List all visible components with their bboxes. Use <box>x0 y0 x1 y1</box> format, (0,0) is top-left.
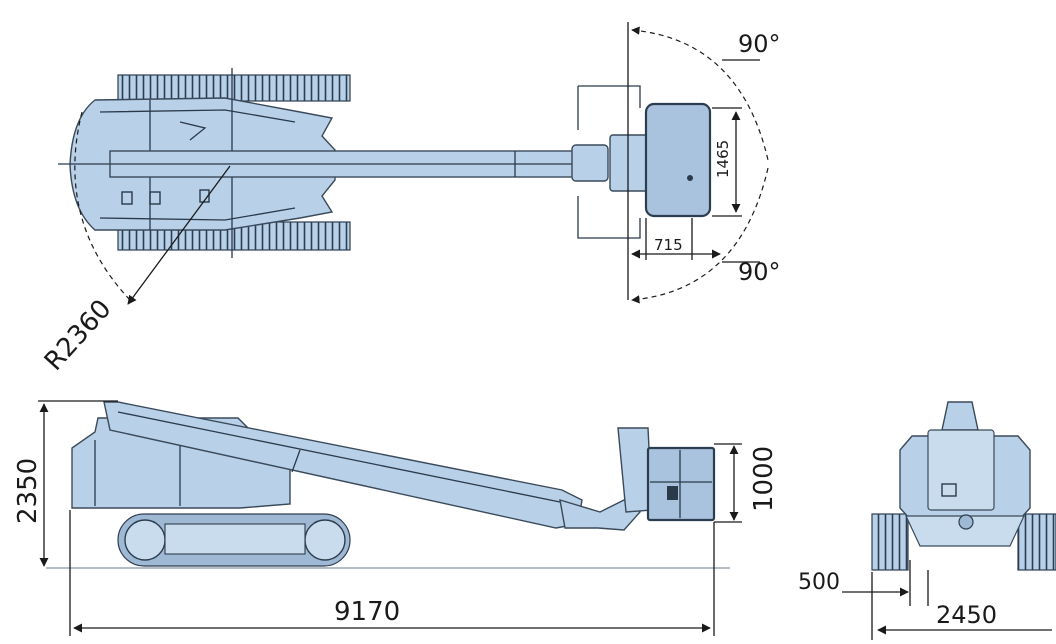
side-track-frame <box>164 523 306 555</box>
swing-arc-upper <box>631 26 769 161</box>
top-platform <box>644 102 712 218</box>
front-lower-frame <box>905 515 1025 547</box>
top-track-upper <box>117 74 351 102</box>
swing-angle-lower-label: 90° <box>738 258 781 286</box>
top-swing-ghost-lower <box>577 196 641 239</box>
swing-arc-lower <box>631 167 769 304</box>
stowed-height-label: 2350 <box>13 458 43 524</box>
top-window-2 <box>149 191 161 205</box>
front-cab-window <box>941 483 957 497</box>
side-view: 2350 1000 9170 <box>13 400 779 636</box>
side-boom-edge <box>117 411 561 503</box>
platform-width-label: 1465 <box>714 140 732 178</box>
top-chassis-inner <box>99 109 296 221</box>
top-swing-ghost-upper <box>577 85 641 130</box>
top-boom-head <box>571 144 609 182</box>
top-platform-post <box>687 175 693 181</box>
top-window-1 <box>121 191 133 205</box>
side-jib <box>559 497 641 531</box>
top-view: 90° 90° 1465 715 R2360 <box>39 22 781 377</box>
overall-width-label: 2450 <box>936 601 997 629</box>
platform-depth-label: 715 <box>654 236 683 254</box>
side-platform-box <box>667 486 678 500</box>
front-boom-top <box>941 401 979 431</box>
side-boom-joint <box>291 449 301 473</box>
side-track-wheel-front <box>304 519 346 561</box>
rail-height-label: 1000 <box>749 446 779 512</box>
tail-swing-radius-line <box>127 165 231 305</box>
side-track-wheel-rear <box>124 519 166 561</box>
side-platform <box>646 446 716 522</box>
front-hub <box>958 514 974 530</box>
top-chassis-fin <box>179 121 207 141</box>
front-cab <box>927 429 995 511</box>
track-offset-label: 500 <box>798 570 840 595</box>
tail-swing-arc <box>74 111 131 301</box>
swing-angle-upper-label: 90° <box>738 30 781 58</box>
front-track-right <box>1017 513 1056 571</box>
front-view: 500 2450 <box>798 401 1056 640</box>
top-window-3 <box>199 189 210 203</box>
front-track-left <box>871 513 909 571</box>
overall-length-label: 9170 <box>334 597 400 627</box>
tail-swing-radius-label: R2360 <box>39 294 118 377</box>
